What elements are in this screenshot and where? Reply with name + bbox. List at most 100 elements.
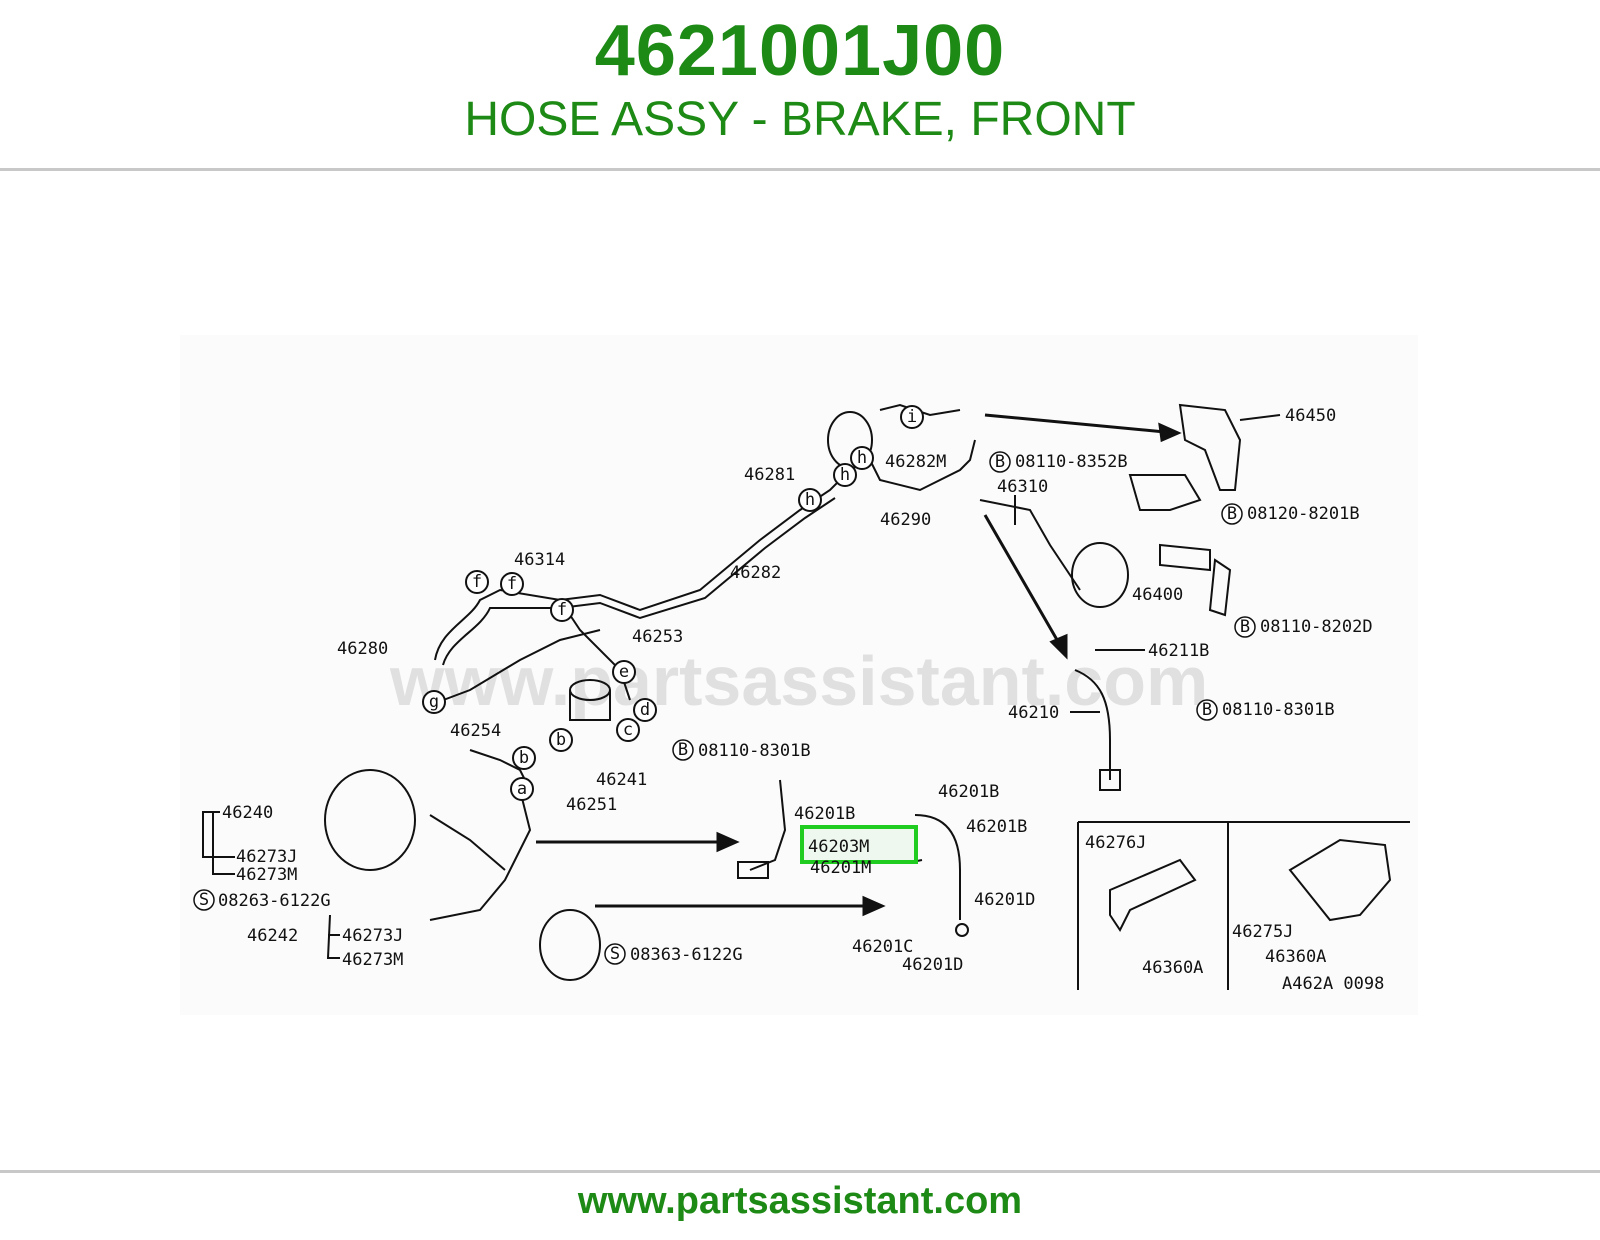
- circle-h-3: [850, 446, 874, 470]
- badge-s-6122g-a: [193, 889, 215, 911]
- label-46201d-a: 46201D: [974, 890, 1035, 910]
- bracket-46242: [326, 914, 340, 959]
- label-46201m: 46201M: [810, 858, 871, 878]
- circle-h1-label: h: [805, 490, 815, 510]
- badge-b-label-4: B: [1202, 700, 1212, 720]
- circle-f-3: [550, 598, 574, 622]
- label-46282m: 46282M: [885, 452, 946, 472]
- circle-b1-label: b: [519, 748, 529, 768]
- label-46273m-a: 46273M: [236, 865, 297, 885]
- label-46360a-b: 46360A: [1265, 947, 1326, 967]
- banjo-46201d: [955, 923, 969, 937]
- circle-c-label: c: [623, 720, 633, 740]
- badge-b-8301b-center: [672, 739, 694, 761]
- circle-h-2: [833, 463, 857, 487]
- brake-line-left-branch: [429, 814, 506, 871]
- label-46240: 46240: [222, 803, 273, 823]
- booster-right: [1071, 542, 1129, 608]
- badge-s-label-2: S: [610, 944, 620, 964]
- brake-line-lower-left: [429, 789, 532, 921]
- badge-s-label-1: S: [199, 890, 209, 910]
- reservoir-body: [569, 690, 611, 721]
- label-46290: 46290: [880, 510, 931, 530]
- label-46275j: 46275J: [1232, 922, 1293, 942]
- footer-url[interactable]: www.partsassistant.com: [577, 1180, 1023, 1222]
- circle-h3-label: h: [857, 448, 867, 468]
- badge-b-8201b: [1221, 503, 1243, 525]
- badge-b-8352b: [989, 451, 1011, 473]
- label-46450: 46450: [1285, 406, 1336, 426]
- label-08110-8301b-right: 08110-8301B: [1222, 700, 1335, 720]
- label-46273j-b: 46273J: [342, 926, 403, 946]
- label-46273m-b: 46273M: [342, 950, 403, 970]
- hose-46203m-fitting: [737, 861, 769, 879]
- circle-f1-label: f: [472, 572, 482, 592]
- circle-h-1: [798, 488, 822, 512]
- arrow-head-4: [862, 895, 886, 917]
- highlight-box: [800, 825, 918, 864]
- disc-left-lower: [539, 909, 601, 981]
- circle-i-label: i: [907, 407, 917, 427]
- spring-46400: [1159, 543, 1211, 572]
- arrow-head-3: [716, 831, 740, 853]
- label-08263-6122g: 08263-6122G: [218, 891, 331, 911]
- bracket-46240: [202, 811, 235, 858]
- circle-c: [616, 718, 640, 742]
- label-46253: 46253: [632, 627, 683, 647]
- header: 4621001J00 HOSE ASSY - BRAKE, FRONT: [0, 0, 1600, 168]
- header-divider: [0, 168, 1600, 171]
- label-46400: 46400: [1132, 585, 1183, 605]
- badge-s-6122g-b: [604, 943, 626, 965]
- label-46281: 46281: [744, 465, 795, 485]
- part-number: 4621001J00: [594, 11, 1006, 91]
- diagram-panel: [180, 335, 1418, 1015]
- valve-body: [1128, 474, 1202, 511]
- circle-a: [510, 777, 534, 801]
- label-08363-6122g: 08363-6122G: [630, 945, 743, 965]
- arrow-head-1: [1158, 422, 1182, 443]
- arrow-line-2: [983, 514, 1062, 646]
- brake-line-i: [869, 439, 976, 492]
- brake-line-main-inner: [442, 497, 836, 666]
- label-46360a-a: 46360A: [1142, 958, 1203, 978]
- part-description: HOSE ASSY - BRAKE, FRONT: [464, 93, 1136, 146]
- badge-b-label-3: B: [1240, 617, 1250, 637]
- disc-left-upper: [324, 769, 416, 871]
- footer-divider: [0, 1170, 1600, 1173]
- brake-line-lower: [429, 629, 601, 706]
- label-46310: 46310: [997, 477, 1048, 497]
- badge-b-label-1: B: [995, 452, 1005, 472]
- circle-d-label: d: [640, 700, 650, 720]
- label-46201b-b: 46201B: [794, 804, 855, 824]
- label-46201c: 46201C: [852, 937, 913, 957]
- hose-46201m: [914, 814, 961, 920]
- badge-b-label-5: B: [678, 740, 688, 760]
- shield-46276j: [1109, 858, 1197, 932]
- circle-f2-label: f: [507, 574, 517, 594]
- label-46211b: 46211B: [1148, 641, 1209, 661]
- circle-a-label: a: [517, 779, 527, 799]
- label-46280: 46280: [337, 639, 388, 659]
- label-08110-8202d: 08110-8202D: [1260, 617, 1373, 637]
- circle-f-1: [465, 570, 489, 594]
- badge-b-8202d: [1234, 616, 1256, 638]
- circle-g-label: g: [429, 692, 439, 712]
- hose-46203m: [749, 779, 787, 871]
- label-46201b-c: 46201B: [966, 817, 1027, 837]
- label-46203m: 46203M: [808, 837, 869, 857]
- label-08110-8352b: 08110-8352B: [1015, 452, 1128, 472]
- label-08110-8301b-center: 08110-8301B: [698, 741, 811, 761]
- brake-line-46310: [979, 499, 1081, 591]
- label-46254: 46254: [450, 721, 501, 741]
- circle-h2-label: h: [840, 465, 850, 485]
- bracket-lower: [1208, 558, 1232, 617]
- leader-46450: [1239, 414, 1281, 421]
- circle-b2-label: b: [556, 730, 566, 750]
- label-46276j: 46276J: [1085, 833, 1146, 853]
- label-46201d-b: 46201D: [902, 955, 963, 975]
- circle-b-1: [512, 746, 536, 770]
- brake-line-main: [434, 469, 851, 661]
- circle-f-2: [500, 572, 524, 596]
- label-46251: 46251: [566, 795, 617, 815]
